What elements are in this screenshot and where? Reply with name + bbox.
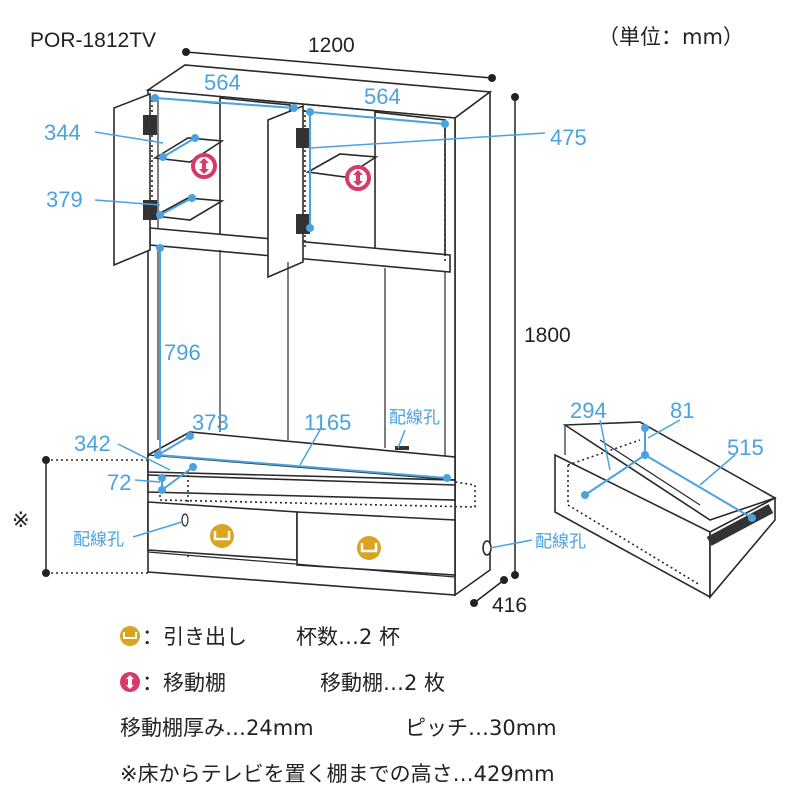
drawer-legend-label: ：引き出し [142, 625, 247, 649]
drawer-width: 294 [570, 398, 607, 423]
shelf-dim-344: 344 [44, 120, 81, 145]
drawer-detail: 294 81 515 [554, 398, 777, 600]
shelf-legend-label: ：移動棚 [142, 671, 226, 695]
cabinet [113, 64, 493, 597]
drawer-depth: 515 [727, 435, 764, 460]
depth-dimension: 416 [470, 576, 527, 617]
shelf-legend-icon [120, 672, 140, 692]
shelf-count: 移動棚…2 枚 [320, 671, 445, 695]
cable-hole-left-label: 配線孔 [73, 530, 124, 550]
front-depth: 342 [74, 431, 111, 456]
width-value: 1200 [308, 34, 355, 57]
floor-mark: ※ [12, 508, 30, 532]
upper-right-width: 564 [364, 84, 401, 109]
floor-height-marker: ※ [12, 456, 148, 577]
tv-shelf-depth: 373 [192, 410, 229, 435]
drawer-handle-icon [210, 524, 234, 548]
shelf-dim-379: 379 [46, 187, 83, 212]
height-dimension: 1800 [511, 93, 571, 579]
drawer-legend-icon [120, 626, 140, 646]
movable-shelf-icon [191, 153, 217, 179]
cable-hole-upper-label: 配線孔 [389, 408, 440, 428]
shelf-pitch: ピッチ…30mm [405, 716, 557, 740]
front-height: 72 [107, 470, 131, 495]
upper-right-height: 475 [550, 125, 587, 150]
drawer-handle-icon [357, 536, 381, 560]
inner-dimensions [94, 94, 546, 549]
model-title: POR-1812TV [30, 29, 156, 52]
cable-hole-right-label: 配線孔 [535, 532, 586, 552]
open-height: 796 [164, 340, 201, 365]
shelf-thickness: 移動棚厚み…24mm [120, 716, 314, 740]
depth-value: 416 [492, 594, 527, 617]
drawer-count: 杯数…2 杯 [296, 625, 400, 649]
unit-label: （単位：mm） [598, 25, 744, 49]
movable-shelf-icon [345, 165, 371, 191]
tv-shelf-width: 1165 [304, 410, 351, 435]
drawer-height: 81 [670, 398, 694, 423]
upper-left-width: 564 [204, 70, 241, 95]
height-value: 1800 [524, 324, 571, 347]
width-dimension: 1200 [182, 34, 496, 82]
floor-note: ※床からテレビを置く棚までの高さ…429mm [120, 762, 555, 786]
legend: ：引き出し 杯数…2 杯 ：移動棚 移動棚…2 枚 移動棚厚み…24mm ピッチ… [120, 625, 557, 786]
